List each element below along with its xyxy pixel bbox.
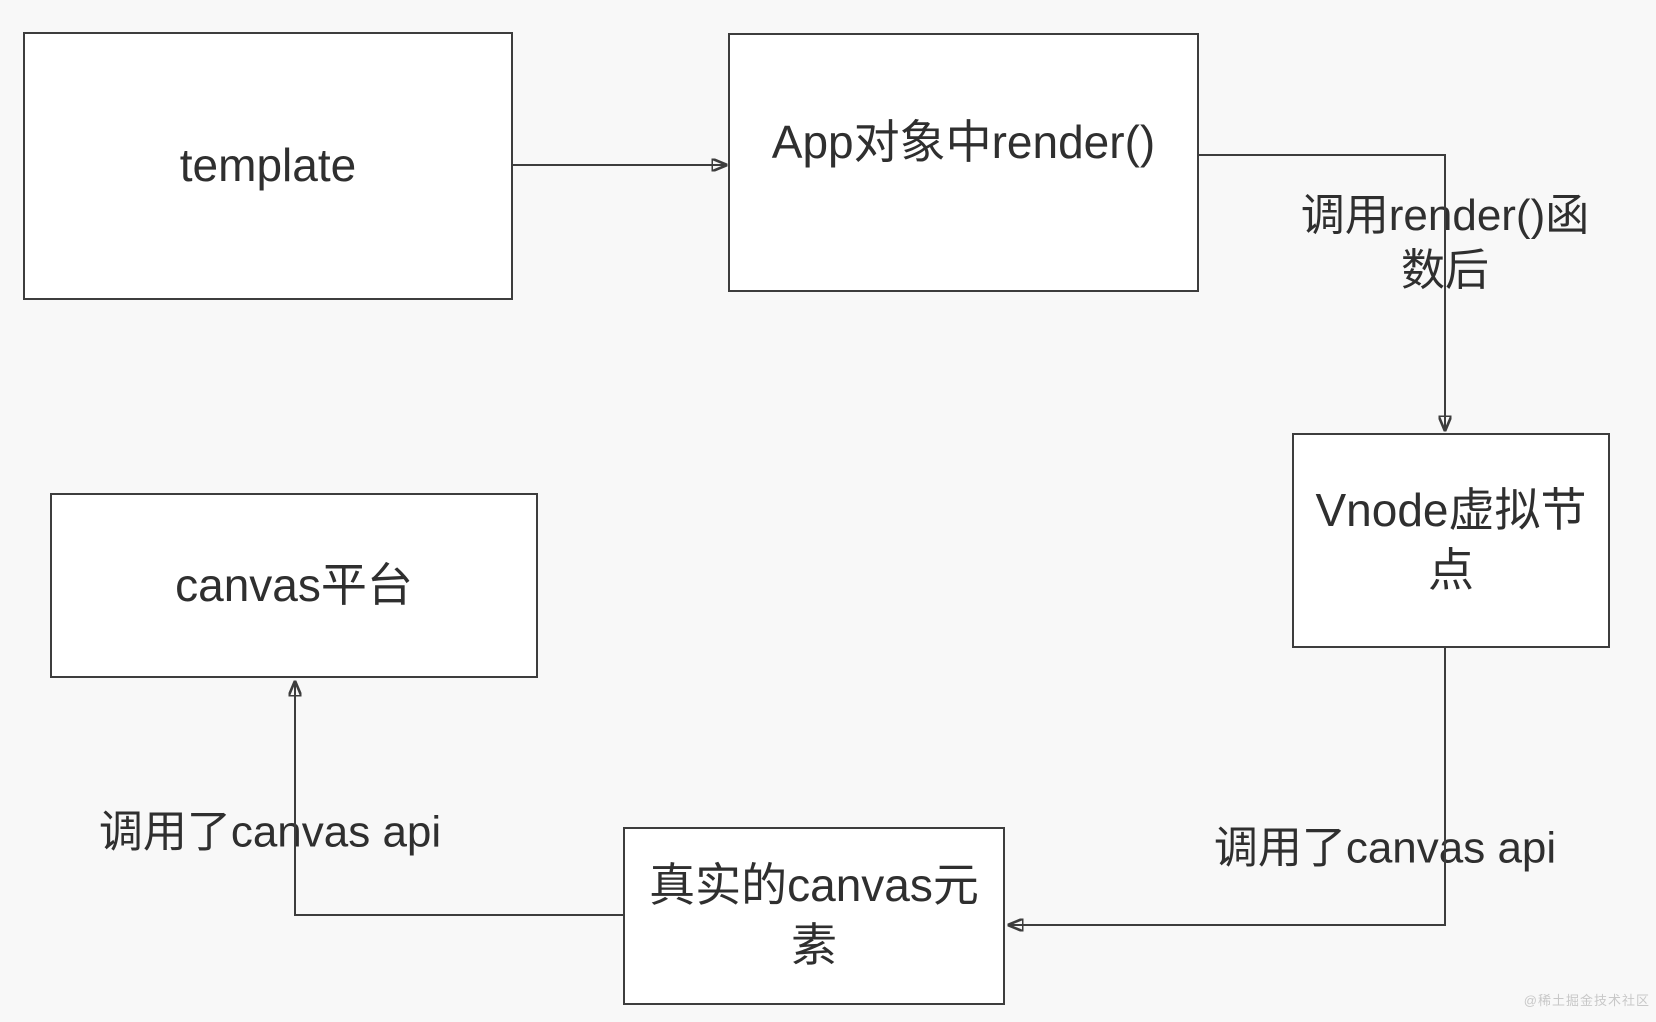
connector-real-canvas-to-platform	[295, 682, 623, 916]
node-canvas-platform-label: canvas平台	[175, 558, 413, 611]
edge-label-app-to-vnode-line1: 调用render()函	[1300, 191, 1590, 240]
node-template: template	[23, 32, 513, 300]
node-real-canvas: 真实的canvas元 素	[623, 827, 1005, 1005]
node-vnode-label-line1: Vnode虚拟节	[1315, 483, 1587, 536]
connector-vnode-to-real-canvas	[1009, 648, 1446, 925]
node-app-render-label: App对象中render()	[771, 115, 1156, 168]
node-app-render: App对象中render()	[728, 33, 1199, 292]
node-vnode: Vnode虚拟节 点	[1292, 433, 1610, 648]
watermark: @稀土掘金技术社区	[1523, 993, 1650, 1008]
edge-label-vnode-to-real-canvas: 调用了canvas api	[1213, 823, 1557, 873]
edge-label-app-to-vnode-line2: 数后	[1401, 246, 1489, 295]
node-canvas-platform: canvas平台	[50, 493, 538, 678]
edge-label-real-canvas-to-platform: 调用了canvas api	[98, 807, 442, 857]
node-real-canvas-label-line1: 真实的canvas元	[649, 859, 979, 912]
edge-label-app-to-vnode: 调用render()函 数后	[1301, 188, 1590, 298]
node-vnode-label-line2: 点	[1427, 543, 1474, 596]
node-vnode-label: Vnode虚拟节 点	[1315, 481, 1586, 601]
node-real-canvas-label-line2: 素	[791, 919, 837, 971]
node-template-label: template	[179, 139, 357, 192]
node-real-canvas-label: 真实的canvas元 素	[649, 856, 979, 976]
